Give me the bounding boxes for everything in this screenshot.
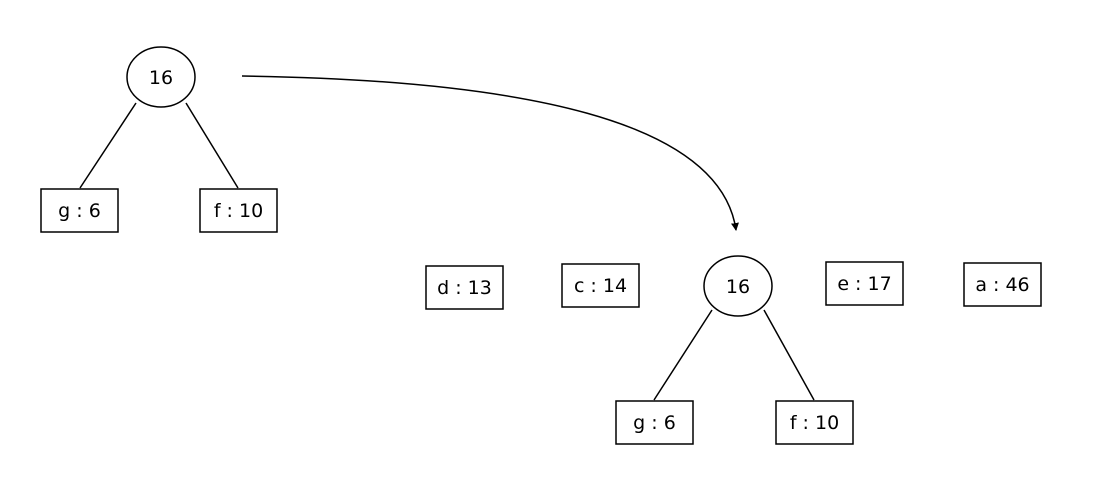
left-tree-edge-left bbox=[79, 102, 137, 189]
left-tree-right-child-label: f : 10 bbox=[214, 200, 263, 222]
queue-item-d-label: d : 13 bbox=[437, 277, 492, 299]
left-tree-root-label: 16 bbox=[149, 67, 173, 89]
right-tree-edge-left bbox=[653, 309, 713, 401]
left-tree-right-child-node: f : 10 bbox=[199, 188, 278, 233]
queue-item-e: e : 17 bbox=[825, 261, 904, 306]
queue-item-e-label: e : 17 bbox=[837, 273, 891, 295]
queue-item-a: a : 46 bbox=[963, 262, 1042, 307]
left-tree-edge-right bbox=[185, 102, 239, 189]
insert-arrow bbox=[241, 75, 739, 231]
right-tree-edge-right bbox=[763, 309, 815, 401]
right-tree-right-child-label: f : 10 bbox=[790, 412, 839, 434]
queue-item-subtree-root-label: 16 bbox=[726, 276, 750, 298]
right-tree-left-child-node: g : 6 bbox=[615, 400, 694, 445]
queue-item-subtree-root: 16 bbox=[703, 255, 773, 317]
queue-item-c-label: c : 14 bbox=[574, 275, 627, 297]
queue-item-c: c : 14 bbox=[561, 263, 640, 308]
left-tree-root-node: 16 bbox=[126, 46, 196, 108]
right-tree-left-child-label: g : 6 bbox=[633, 412, 676, 434]
left-tree-left-child-label: g : 6 bbox=[58, 200, 101, 222]
right-tree-right-child-node: f : 10 bbox=[775, 400, 854, 445]
queue-item-a-label: a : 46 bbox=[975, 274, 1029, 296]
left-tree-left-child-node: g : 6 bbox=[40, 188, 119, 233]
queue-item-d: d : 13 bbox=[425, 265, 504, 310]
